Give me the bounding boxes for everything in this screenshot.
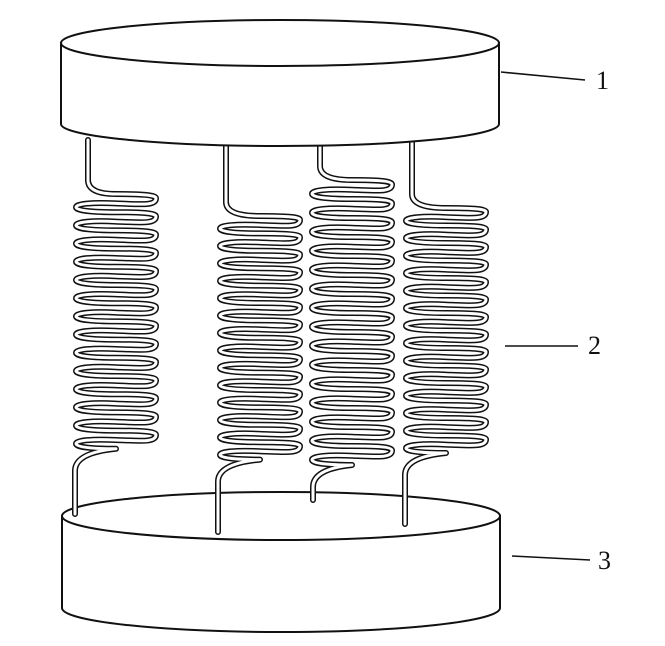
callout-3: 3 xyxy=(598,546,611,575)
spring-wire-fill xyxy=(310,138,394,502)
spring-2 xyxy=(215,137,303,535)
top-plate xyxy=(60,19,500,147)
spring-wire-fill xyxy=(216,138,302,534)
callout-1: 1 xyxy=(596,66,609,95)
spring-4 xyxy=(402,137,489,527)
spring-wire-fill xyxy=(403,138,488,526)
leader-line-1 xyxy=(500,71,586,81)
spring-3 xyxy=(309,137,395,503)
callout-2: 2 xyxy=(588,331,601,360)
bottom-plate xyxy=(61,491,501,633)
spring-wire-fill xyxy=(73,138,158,516)
spring-1 xyxy=(72,137,159,517)
springs-group xyxy=(72,137,489,535)
leader-line-3 xyxy=(511,555,591,561)
